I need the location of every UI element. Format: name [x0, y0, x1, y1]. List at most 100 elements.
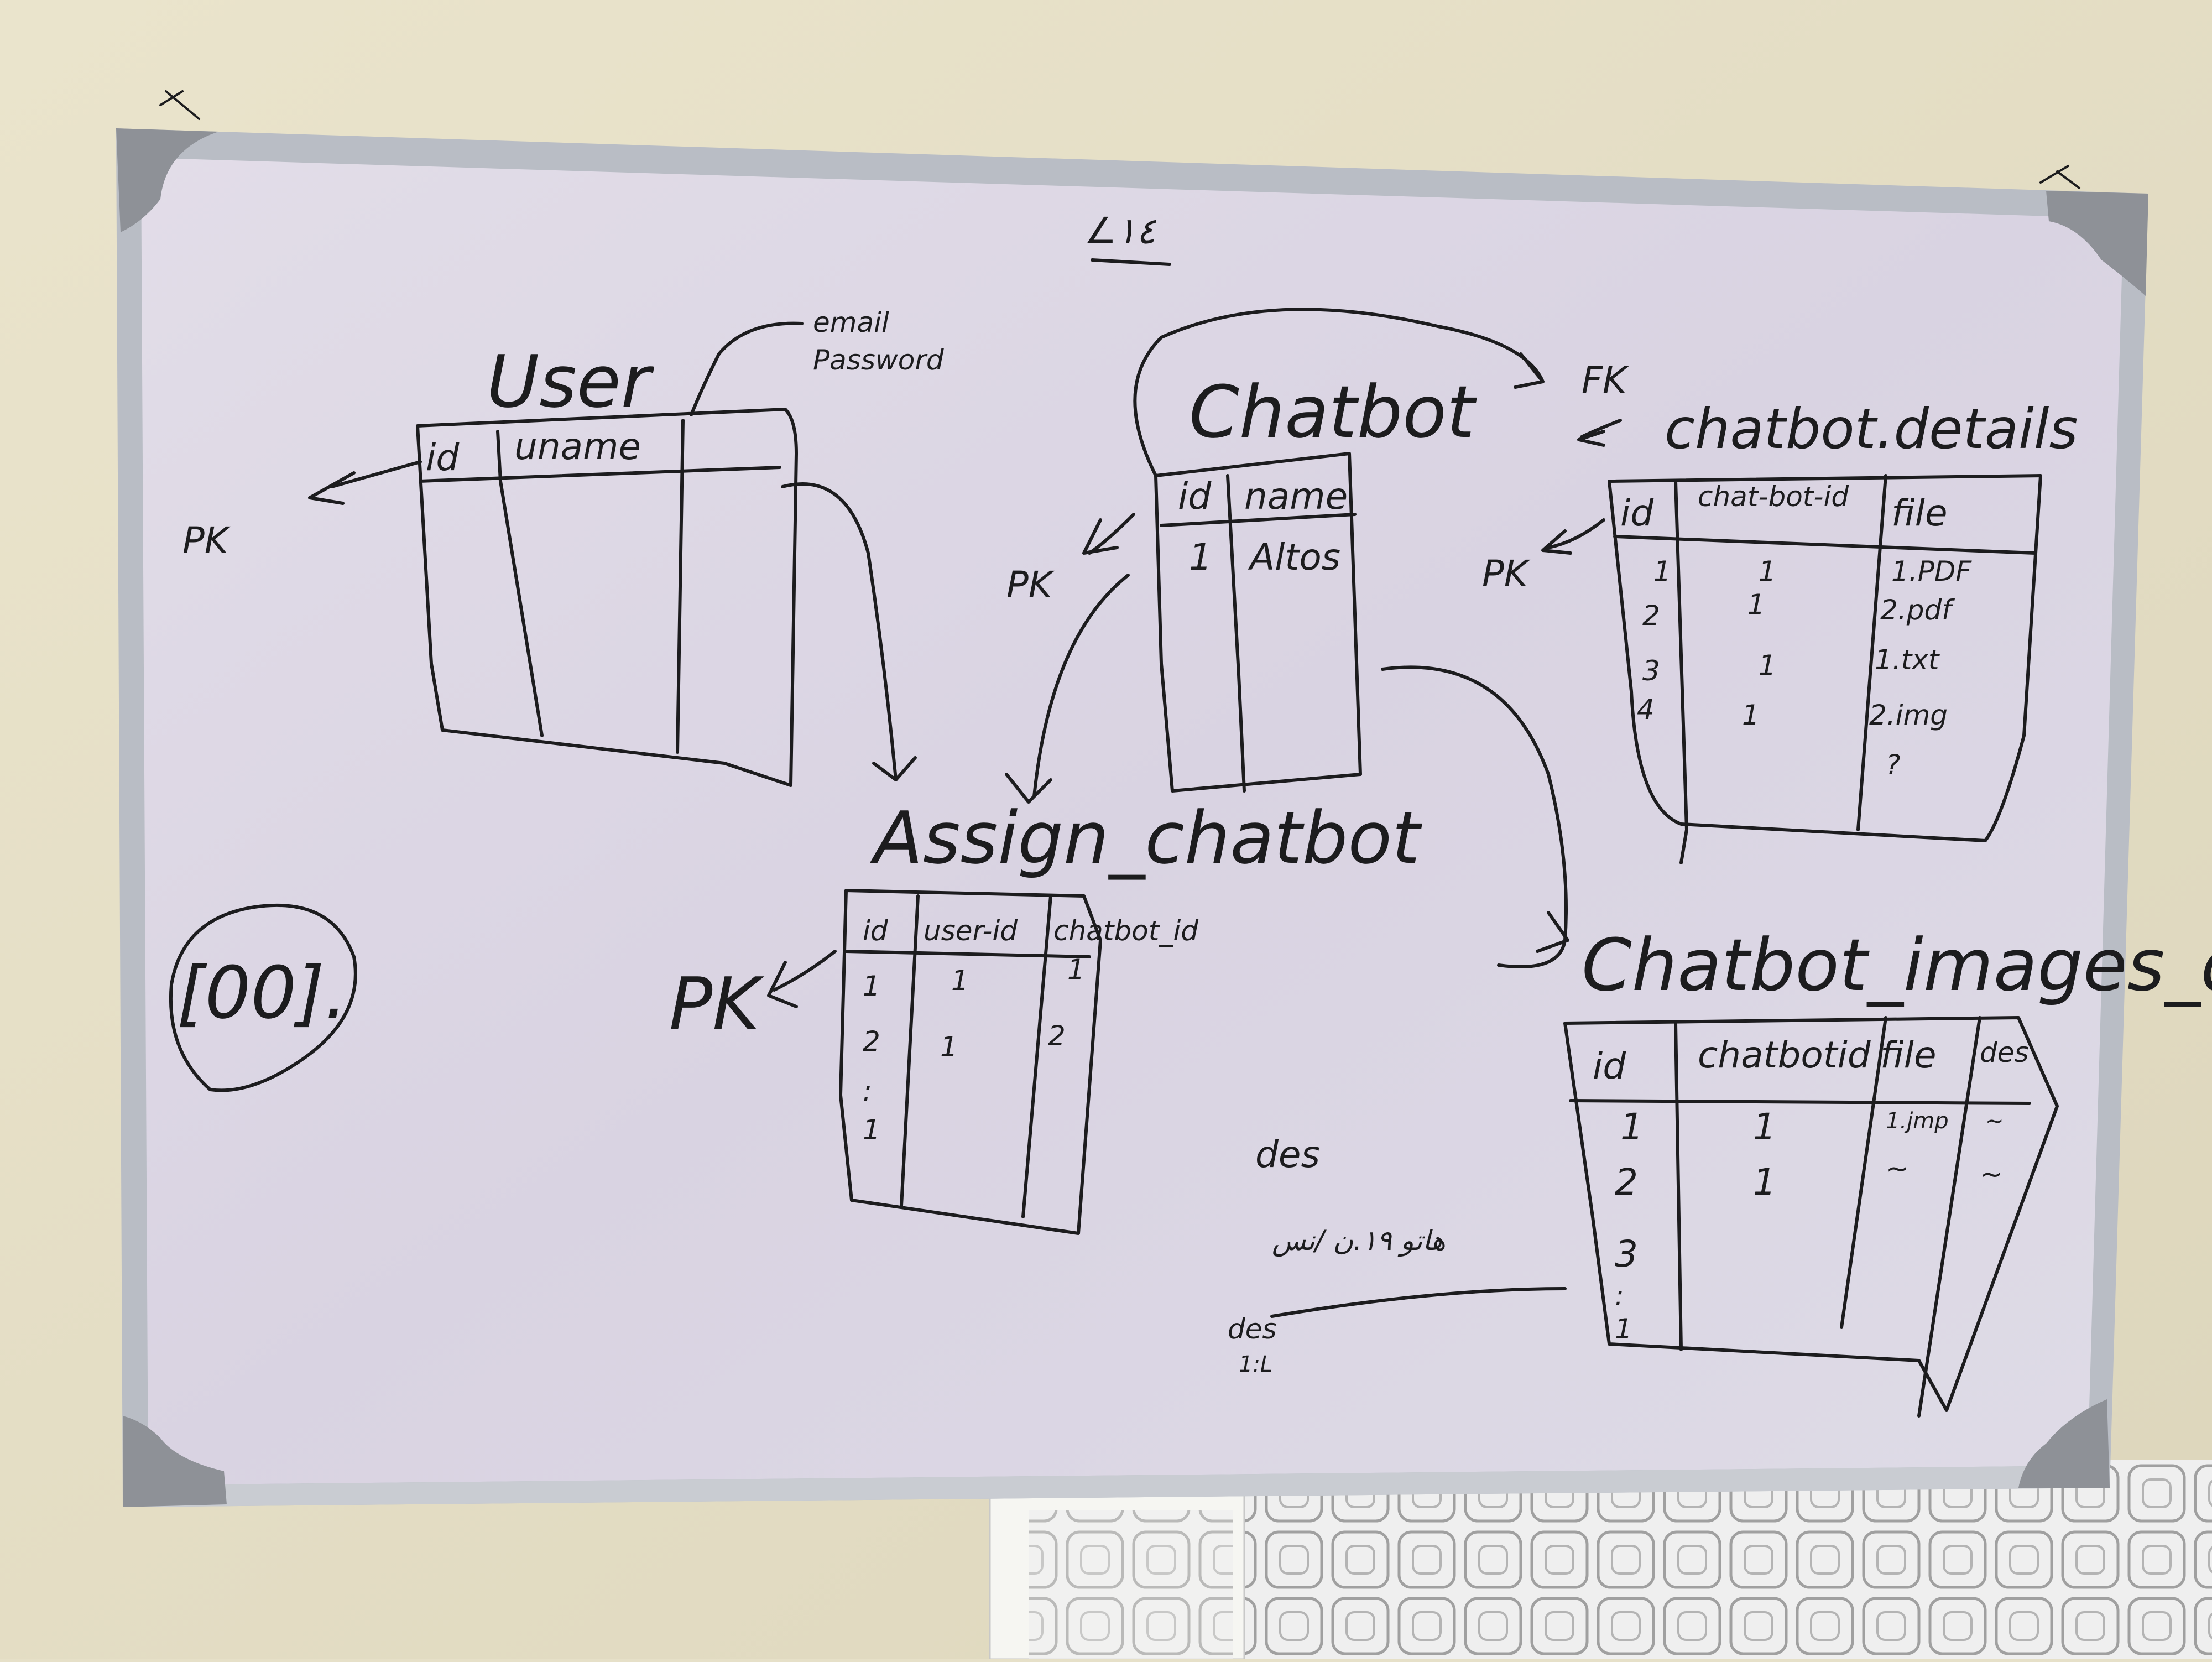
user-note-email: email — [813, 306, 889, 338]
details-row4-file: 2.img — [1869, 699, 1948, 731]
user-header-uname: uname — [514, 425, 641, 468]
chatbot-table-outline — [1154, 452, 1362, 793]
chatbot-header-name: name — [1244, 475, 1348, 518]
assign-header-userid: user-id — [924, 915, 1018, 947]
details-table-col1 — [1674, 480, 1688, 864]
note-circle — [169, 904, 357, 1092]
assign-ellipsis-1: : — [863, 1075, 872, 1107]
details-pk-arrow — [1541, 518, 1605, 555]
details-row2-chatbotid: 1 — [1747, 588, 1765, 621]
chatbot-to-details-arrow — [1133, 308, 1545, 477]
details-header-id: id — [1620, 492, 1654, 534]
details-row4-id: 4 — [1637, 694, 1655, 726]
user-to-assign-arrow — [781, 482, 917, 781]
images-table-col3 — [1917, 1016, 1981, 1418]
hook-right — [2039, 165, 2080, 189]
details-row3-id: 3 — [1642, 655, 1660, 687]
assign-row2-id: 2 — [863, 1025, 880, 1057]
details-row1-id: 1 — [1653, 555, 1671, 587]
images-header-des: des — [1980, 1036, 2029, 1069]
details-table-outline — [1608, 474, 2042, 842]
user-note-password: Password — [813, 344, 944, 376]
paper-sheet-tiles — [1029, 1510, 1233, 1659]
user-table-outline — [416, 408, 798, 787]
assign-pk-arrow — [767, 950, 837, 1008]
details-row4-chatbotid: 1 — [1742, 699, 1760, 731]
images-ellipsis-2: 1 — [1615, 1313, 1632, 1345]
assign-table-title: Assign_chatbot — [870, 796, 1422, 880]
corner-top-left — [116, 128, 218, 232]
images-header-chatbotid: chatbotid — [1698, 1034, 1871, 1076]
assign-row1-userid: 1 — [951, 965, 969, 997]
assign-pk-label: PK — [669, 962, 764, 1046]
images-table-title: Chatbot_images_details — [1582, 923, 2212, 1007]
images-row3-id: 3 — [1615, 1233, 1638, 1275]
assign-table-outline — [839, 889, 1102, 1235]
chatbot-to-images-arrow — [1381, 665, 1569, 968]
user-table-header-line — [419, 466, 781, 483]
assign-table-col2 — [1021, 894, 1052, 1218]
assign-table-header-line — [844, 950, 1091, 958]
images-table-header-line — [1569, 1099, 2031, 1105]
details-row3-chatbotid: 1 — [1759, 649, 1776, 681]
board-header: ∠١٤ — [1084, 210, 1157, 252]
assign-table-col1 — [900, 894, 920, 1207]
images-header-id: id — [1593, 1045, 1626, 1087]
images-row1-chatbotid: 1 — [1753, 1106, 1776, 1148]
assign-header-chatbotid: chatbot_id — [1053, 915, 1198, 947]
board-tray — [123, 1466, 2110, 1507]
user-header-id: id — [426, 436, 460, 479]
images-ellipsis-1: : — [1615, 1280, 1624, 1312]
corner-bottom-left — [123, 1416, 227, 1507]
corner-bottom-right — [2018, 1399, 2110, 1488]
details-header-file: file — [1891, 492, 1948, 534]
assign-row1-chatbotid: 1 — [1067, 954, 1085, 986]
details-row2-id: 2 — [1642, 600, 1660, 632]
chatbot-row1-name: Altos — [1248, 536, 1340, 579]
user-table-col2 — [676, 419, 685, 754]
details-row2-file: 2.pdf — [1880, 594, 1955, 626]
chatbot-table-header-line — [1160, 513, 1357, 527]
assign-row2-userid: 1 — [940, 1031, 958, 1063]
user-table-col1 — [496, 430, 544, 737]
side-note-des: des — [1255, 1133, 1320, 1176]
chatbot-header-id: id — [1178, 475, 1212, 518]
details-fk-label: FK — [1582, 359, 1629, 402]
details-fk-arrow — [1577, 419, 1622, 447]
details-table-header-line — [1613, 535, 2037, 555]
images-row2-id: 2 — [1615, 1161, 1638, 1203]
chatbot-table-title: Chatbot — [1189, 370, 1477, 454]
assign-row2-chatbotid: 2 — [1048, 1020, 1066, 1052]
user-pk-arrow — [308, 460, 422, 505]
images-table-outline — [1563, 1016, 2059, 1412]
images-row2-des: ~ — [1980, 1158, 2003, 1190]
details-trailing-mark: ? — [1886, 749, 1901, 781]
details-pk-label: PK — [1482, 553, 1531, 595]
assign-header-id: id — [863, 915, 888, 947]
images-row1-id: 1 — [1620, 1106, 1644, 1148]
details-row3-file: 1.txt — [1875, 644, 1940, 676]
user-pk-label: PK — [182, 519, 231, 562]
images-row1-des: ~ — [1985, 1108, 2004, 1134]
details-row1-chatbotid: 1 — [1759, 555, 1776, 587]
board-surface — [141, 158, 2124, 1485]
details-row1-file: 1.PDF — [1891, 555, 1972, 587]
side-note-underline — [1270, 1287, 1567, 1318]
side-note-des-value-2: 1:L — [1239, 1352, 1272, 1377]
images-table-col1 — [1674, 1022, 1683, 1351]
chatbot-pk-arrow — [1082, 513, 1135, 555]
details-table-col2 — [1856, 474, 1887, 831]
assign-row1-id: 1 — [863, 970, 880, 1002]
note-circle-text: [00]. — [177, 951, 347, 1035]
hook-left — [159, 90, 200, 120]
chatbot-row1-id: 1 — [1189, 536, 1212, 579]
details-table-title: chatbot.details — [1665, 397, 2078, 461]
assign-ellipsis-2: 1 — [863, 1114, 880, 1146]
user-table-title: User — [487, 340, 655, 424]
user-note-arrow — [690, 321, 804, 416]
side-note-des-value: هاتو ١٩.ن /نس — [1272, 1225, 1446, 1257]
chatbot-to-assign-arrow — [1005, 574, 1130, 804]
images-header-file: file — [1880, 1034, 1937, 1076]
